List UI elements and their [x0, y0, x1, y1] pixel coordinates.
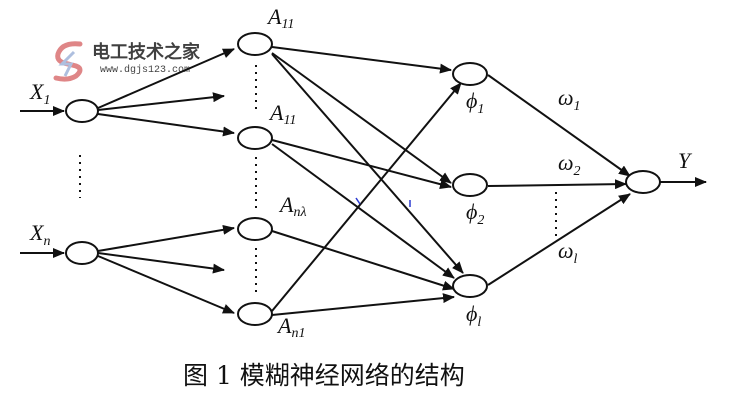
- input-node-xn: [65, 241, 99, 265]
- watermark-url: www.dgjs123.com: [100, 64, 190, 76]
- rule-node-phi2: [452, 173, 488, 197]
- label-w2: ω2: [558, 150, 581, 179]
- input-node-x1: [65, 99, 99, 123]
- lightning-s-icon: [53, 41, 83, 82]
- rule-to-output-edges: [487, 74, 707, 286]
- watermark-title: 电工技术之家: [92, 41, 201, 63]
- label-phi1: ϕ1: [466, 88, 484, 117]
- node-labels: X1 Xn A11 A11 Anλ An1 ϕ1 ϕ2 ϕl ω1 ω2 ωl …: [29, 4, 693, 341]
- rule-node-phil: [452, 274, 488, 298]
- ellipsis-dots: [79, 65, 557, 296]
- nodes: [65, 32, 661, 326]
- membership-node-an1: [237, 302, 273, 326]
- label-phi2: ϕ2: [466, 199, 484, 228]
- rule-node-phi1: [452, 62, 488, 86]
- label-wl: ωl: [558, 238, 578, 267]
- input-to-membership-edges: [97, 48, 235, 314]
- label-x1: X1: [29, 79, 50, 108]
- input-arrows: [20, 106, 65, 258]
- output-node-y: [625, 170, 661, 194]
- membership-node-an-lambda: [237, 217, 273, 241]
- label-y: Y: [678, 148, 693, 173]
- figure-caption: 图 1 模糊神经网络的结构: [183, 361, 465, 390]
- label-xn: Xn: [29, 220, 50, 249]
- stray-marks: [355, 197, 411, 207]
- membership-to-rule-edges: [271, 46, 464, 316]
- label-phil: ϕl: [466, 301, 481, 330]
- label-w1: ω1: [558, 85, 581, 114]
- label-an1: An1: [276, 313, 305, 341]
- label-a11-mid: A11: [268, 100, 296, 128]
- label-an-lambda: Anλ: [278, 192, 307, 220]
- membership-node-a11-mid: [237, 126, 273, 150]
- watermark-logo: 电工技术之家 www.dgjs123.com: [53, 41, 201, 82]
- label-a11-top: A11: [266, 4, 294, 32]
- membership-node-a11-top: [237, 32, 273, 56]
